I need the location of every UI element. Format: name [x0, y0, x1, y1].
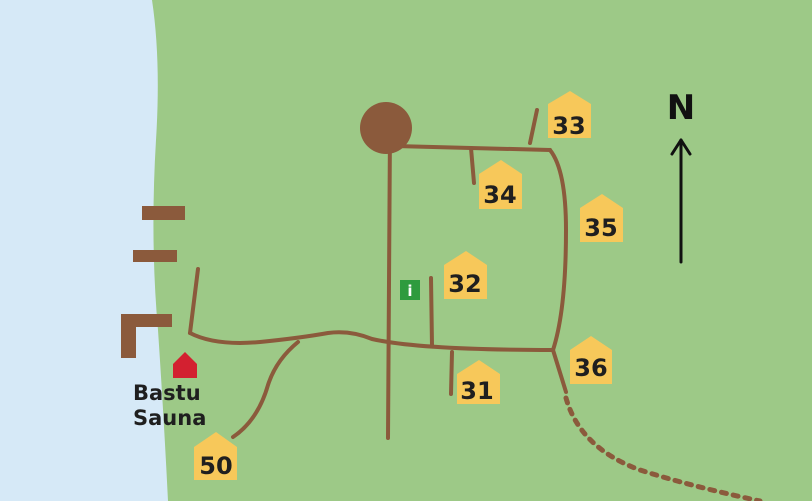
water-area: [0, 0, 168, 501]
cabin-35[interactable]: 35: [580, 194, 623, 242]
north-label: N: [667, 88, 695, 128]
cabin-35-label: 35: [584, 214, 617, 242]
cabin-34-label: 34: [483, 181, 516, 209]
north-arrow: N: [667, 88, 695, 264]
piers: [121, 206, 185, 358]
cabin-36-house-icon: [570, 336, 612, 384]
path-to-cabin-34: [469, 146, 476, 185]
pier-top: [142, 206, 185, 220]
cabin-32-house-icon: [444, 251, 487, 299]
info-glyph: i: [407, 282, 412, 300]
info-icon[interactable]: i: [400, 280, 420, 300]
cabin-33-label: 33: [552, 112, 585, 140]
pier-l-shaped: [121, 314, 172, 358]
cabin-31[interactable]: 31: [457, 360, 500, 405]
path-east-side: [548, 148, 568, 352]
cabin-32[interactable]: 32: [444, 251, 487, 299]
sauna-label-line2: Sauna: [133, 406, 206, 430]
cabin-33-house-icon: [548, 91, 591, 138]
cabin-31-label: 31: [460, 377, 493, 405]
cabin-33[interactable]: 33: [548, 91, 591, 140]
cabin-34-house-icon: [479, 160, 522, 209]
path-to-cabin-50: [231, 340, 300, 439]
cabin-36[interactable]: 36: [570, 336, 612, 384]
path-to-piers: [188, 267, 200, 335]
cabin-50-house-icon: [194, 432, 237, 480]
sauna[interactable]: Bastu Sauna: [133, 352, 206, 430]
info-box: [400, 280, 420, 300]
path-main-north-south: [386, 126, 392, 440]
cabin-34[interactable]: 34: [479, 160, 522, 209]
pier-middle: [133, 250, 177, 262]
north-arrow-head: [670, 138, 692, 156]
path-to-cabin-33: [528, 108, 539, 145]
round-plaza: [360, 102, 412, 154]
paths: [188, 108, 568, 440]
path-to-cabin-31: [449, 350, 454, 396]
cabin-36-label: 36: [574, 354, 607, 382]
cabin-32-label: 32: [448, 270, 481, 298]
sauna-label-line1: Bastu: [133, 381, 201, 405]
path-to-cabin-36: [551, 348, 568, 394]
cabin-50[interactable]: 50: [194, 432, 237, 480]
north-arrow-icon: [670, 138, 692, 264]
cabin-50-label: 50: [199, 452, 232, 480]
sauna-house-icon: [173, 352, 197, 378]
path-to-cabin-32: [429, 276, 434, 348]
cabin-31-house-icon: [457, 360, 500, 404]
cabin-35-house-icon: [580, 194, 623, 242]
path-main-east-west: [188, 330, 555, 352]
trail-dotted: [563, 395, 763, 501]
